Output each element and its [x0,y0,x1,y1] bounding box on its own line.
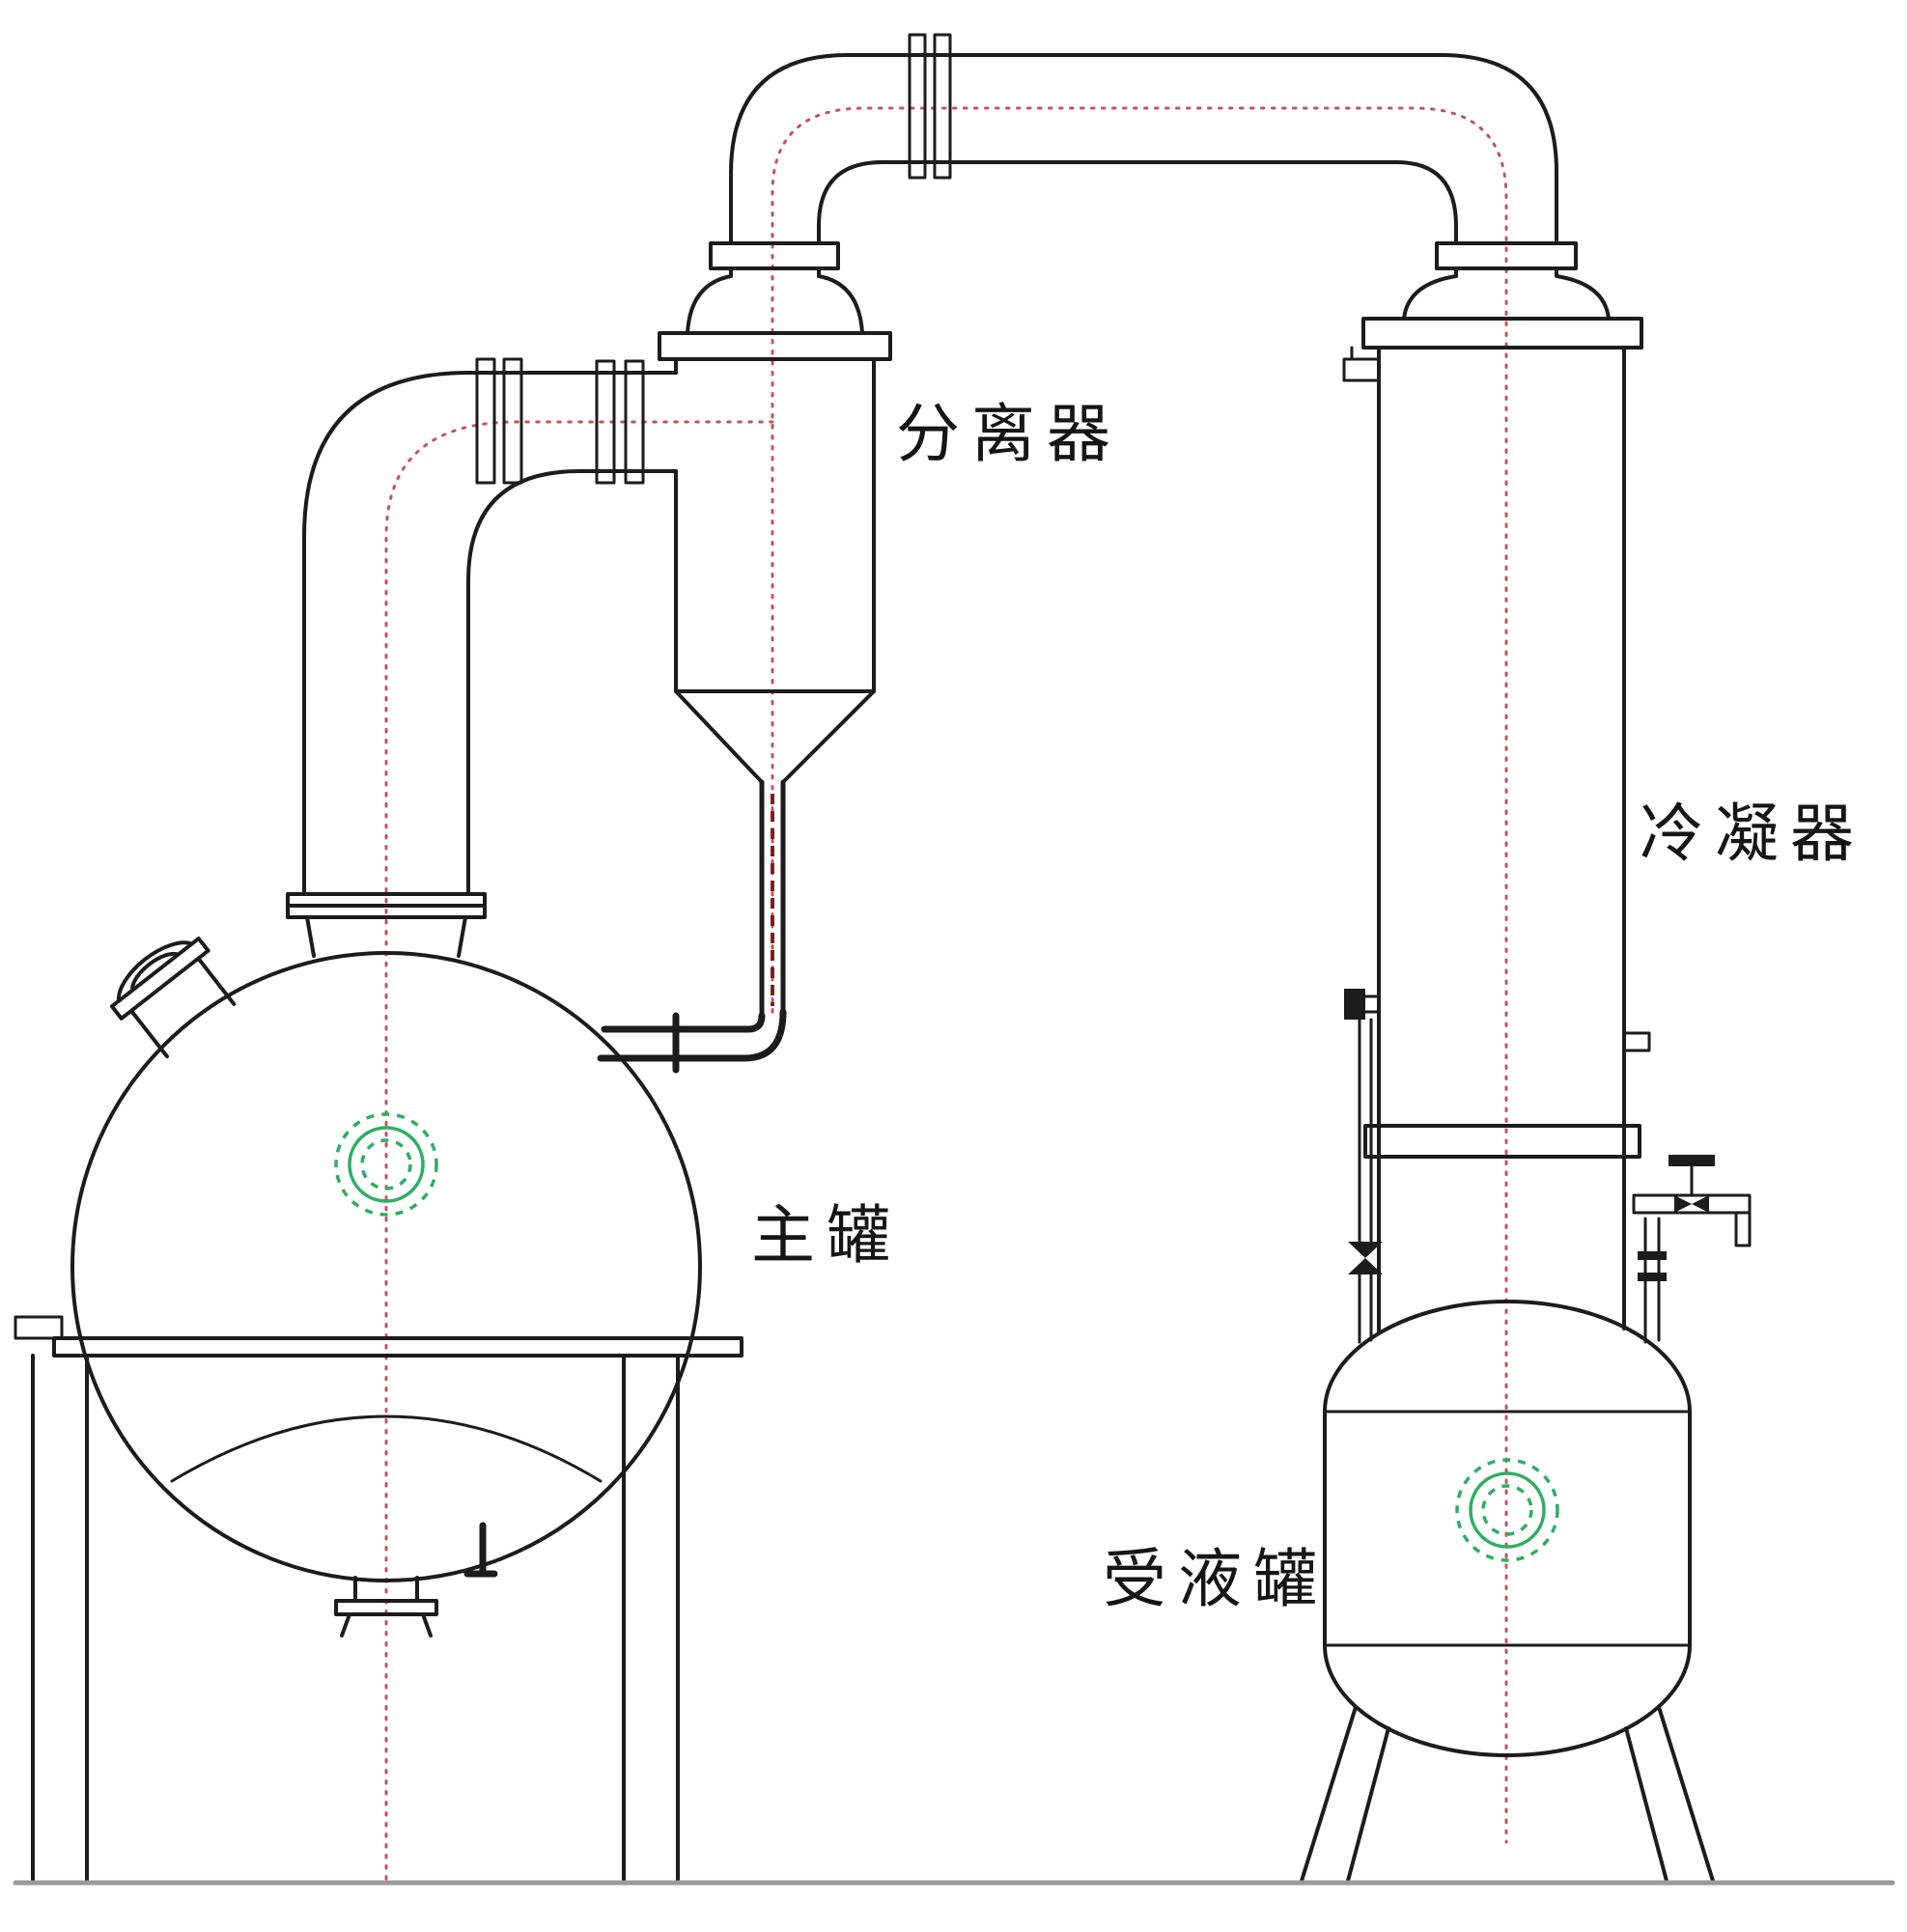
left-fitting-block [1344,989,1365,1020]
main-tank-bottom-seam [170,1414,603,1483]
left-valve-pipe-upper [1358,1018,1373,1244]
right-riser-collar [1638,1251,1667,1260]
vapor-line [729,33,1558,245]
flange-bar [475,357,496,485]
receiver-dome [1323,1300,1692,1414]
receiver-left-valve-line [1344,989,1383,1344]
right-elbow-down [1734,1211,1752,1247]
main-tank [14,892,743,1885]
condenser-top-flange [1361,317,1643,350]
riser-pipe-outer [302,371,678,896]
receiver-bottom-head [1323,1643,1692,1757]
main-tank-support-band [52,1336,743,1358]
main-tank-support-lug [14,1315,64,1340]
separator-drain-tube [759,779,786,1019]
sight-glass-inner-ring [1481,1484,1533,1536]
manhole-flange [109,937,210,1021]
manhole-neck [129,956,237,1059]
riser-pipe-inner [466,469,678,896]
flange-bar [502,357,523,485]
flange-bar [595,359,616,485]
condenser [1342,241,1651,1334]
main-tank-label: 主罐 [751,1198,902,1273]
sight-glass-middle-ring [1469,1471,1546,1549]
receiver-tank [1300,989,1752,1883]
separator-collar [709,241,840,270]
separator-drain-elbow [597,1008,787,1062]
main-tank-shell [70,951,702,1582]
condenser-label: 冷凝器 [1640,797,1865,871]
riser-pipe [302,357,678,896]
sight-glass-inner-ring [360,1138,412,1190]
sight-glass-outer-ring [334,1112,438,1217]
sight-glass-outer-ring [1455,1458,1559,1562]
riser-flange-pair-2 [595,359,645,485]
receiver-sight-glass [1455,1458,1559,1562]
separator-label: 分离器 [896,397,1122,471]
flange-bar [624,359,645,485]
condenser-bottom-flange [1363,1124,1641,1159]
left-valve-pipe-lower [1358,1273,1373,1344]
separator-dome [686,266,864,335]
right-valve-body [1674,1195,1709,1213]
flange-bar [908,33,927,180]
receiver-right-valve-line [1632,1155,1752,1344]
separator-top-flange [658,331,892,361]
separator-body [674,357,876,693]
receiver-shell [1323,1410,1692,1647]
condenser-stub-left [1342,346,1381,382]
right-riser-collar [1638,1273,1667,1281]
right-valve-handle [1669,1155,1715,1166]
labels: 分离器 冷凝器 主罐 受液罐 [751,397,1865,1616]
main-tank-leg-right [622,1354,680,1885]
outlet-bracket [463,1522,498,1578]
receiver-leg-right [1624,1705,1715,1883]
condenser-dome [1402,266,1611,321]
flange-bar [933,33,952,180]
receiver-leg-left [1300,1705,1390,1883]
centerline-main-tank [384,420,774,1881]
centerline-vapor-condenser [771,106,1508,1844]
left-valve-body [1348,1242,1383,1274]
sight-glass-middle-ring [348,1126,425,1203]
receiver-tank-label: 受液罐 [1103,1542,1329,1616]
main-tank-bottom-outlet [334,1522,498,1638]
condenser-shell [1377,346,1626,1334]
vapor-line-outer [729,53,1558,245]
manhole-cover [116,940,194,1003]
vapor-line-inner [817,160,1458,245]
centerlines [384,106,1508,1881]
main-tank-neck [305,915,467,958]
left-stub [1361,994,1381,1014]
outlet-feet [340,1612,433,1638]
separator-cone [674,689,876,784]
riser-flange-pair-1 [475,357,523,485]
vapor-line-flange-pair [908,33,952,180]
main-tank-neck-flange [286,892,487,919]
condenser-stub-right [1622,1031,1651,1052]
main-tank-leg-left [31,1354,89,1885]
outlet-neck [353,1576,419,1603]
manhole-nozzle [109,937,237,1059]
main-tank-sight-glass [334,1112,438,1217]
outlet-flange [334,1599,438,1616]
separator [597,241,892,1074]
condenser-collar [1435,241,1578,270]
